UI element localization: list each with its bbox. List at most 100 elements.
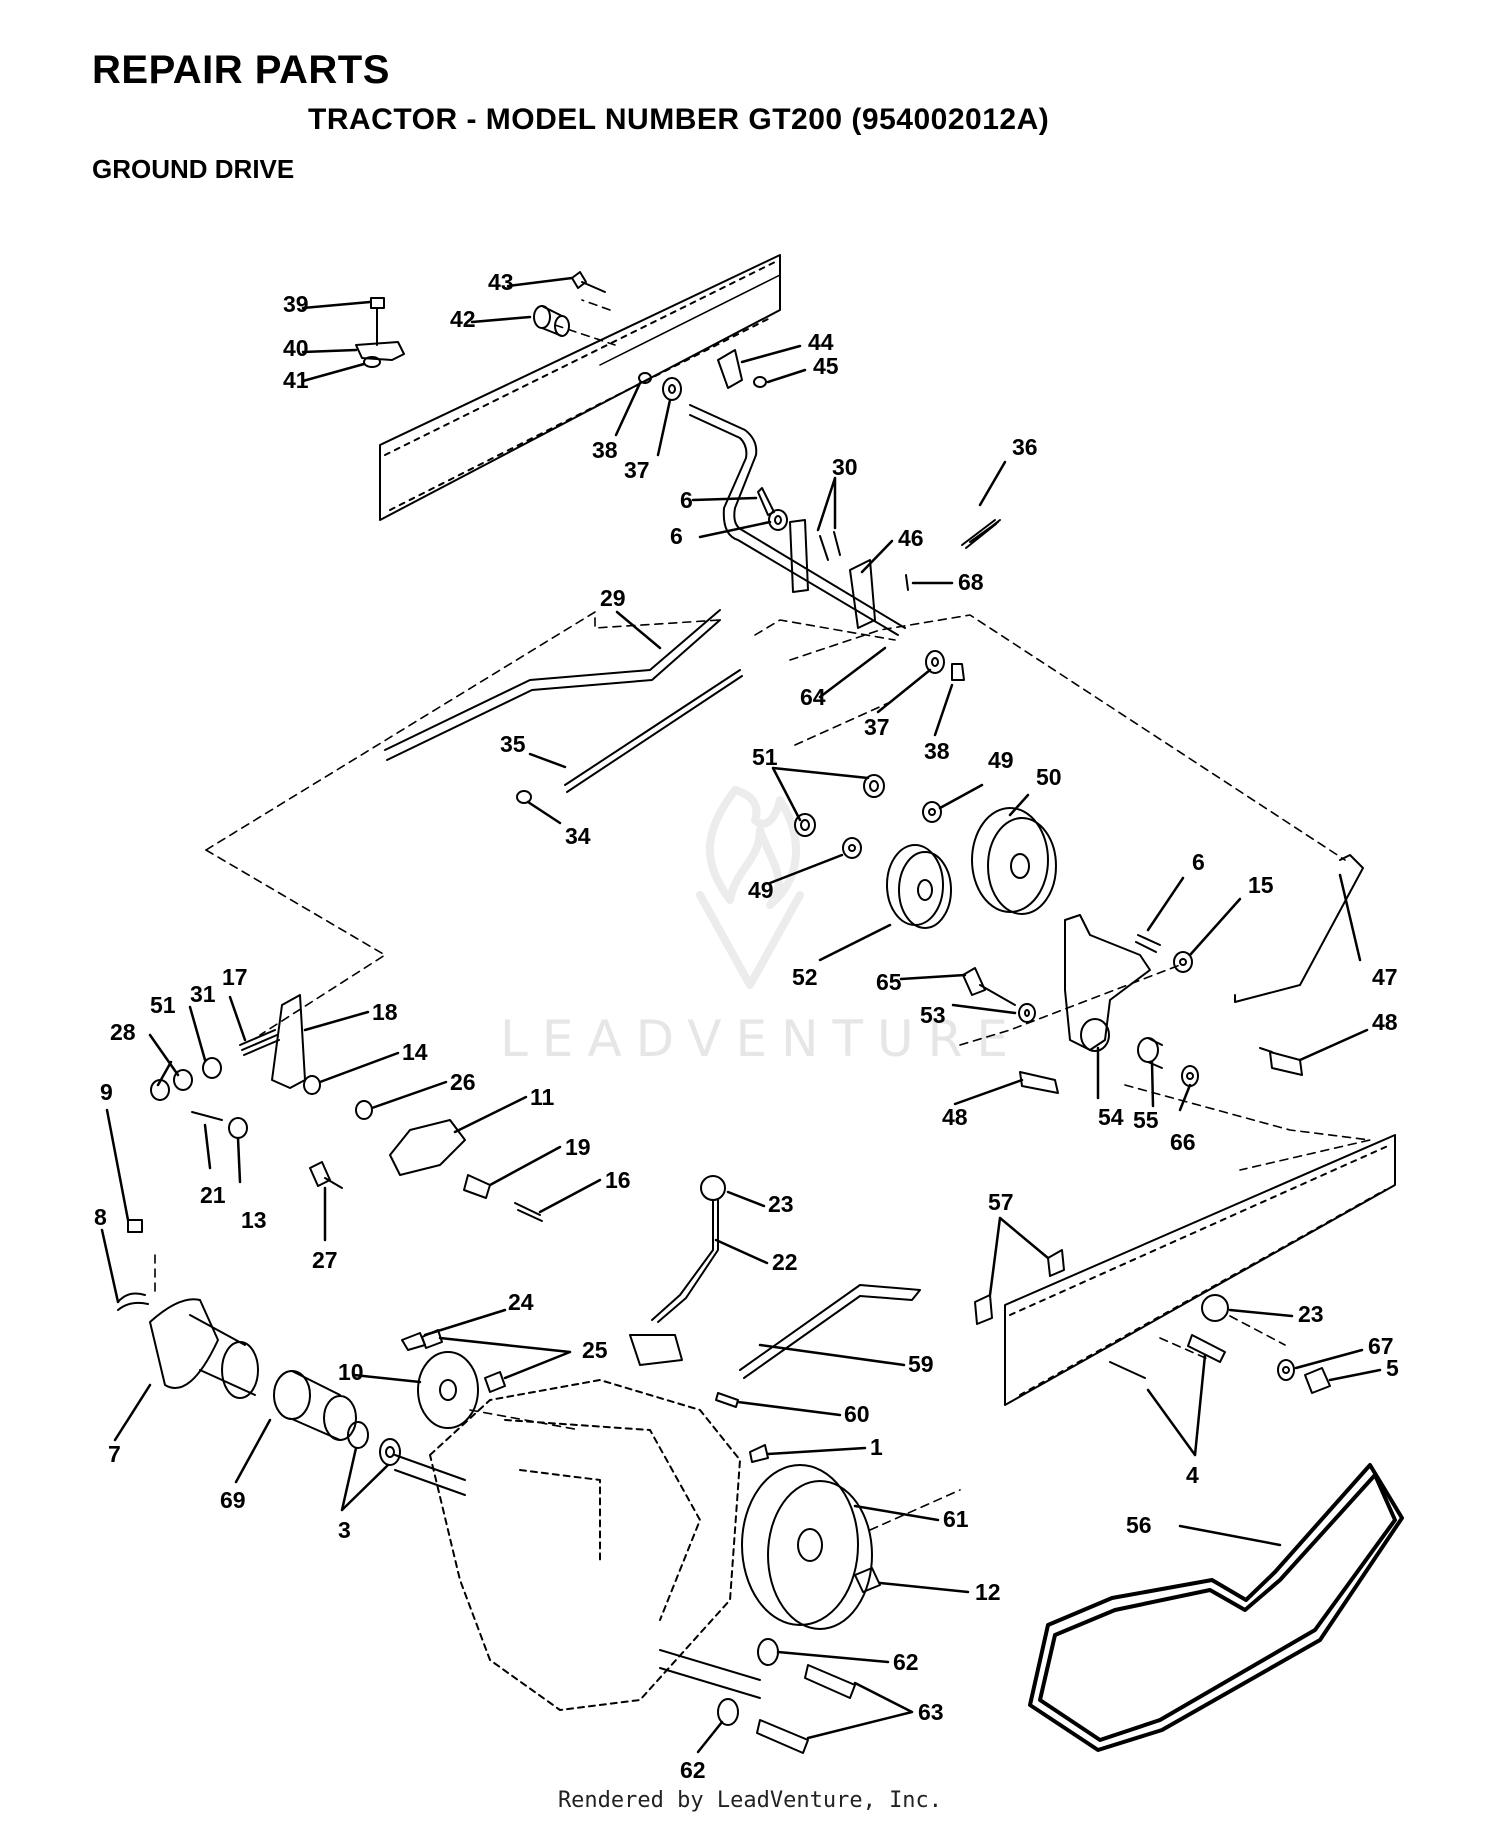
rod-47 [1234,854,1364,1003]
washer-62 [757,1638,779,1666]
callout-34: 34 [565,823,591,849]
callout-52: 52 [792,964,818,990]
callout-6: 6 [670,523,683,549]
axle-right [659,1649,761,1699]
page-title: REPAIR PARTS [92,48,390,92]
washer-49b [842,837,862,859]
left-frame-rail [379,254,781,521]
pulley-50 [971,807,1057,915]
callout-49: 49 [988,747,1014,773]
callout-60: 60 [844,1401,870,1427]
spring-36 [961,519,1001,549]
callout-66: 66 [1170,1129,1196,1155]
leader-lines [100,276,1382,1754]
bushing-38 [951,663,965,681]
screw-9 [127,1219,143,1233]
bolt-65 [962,967,1016,1006]
washer-15 [1173,951,1193,973]
callout-14: 14 [402,1039,428,1065]
callout-3: 3 [338,1517,351,1543]
callout-30: 30 [832,454,858,480]
cotter-pin-6b [819,531,841,561]
callout-11: 11 [530,1084,555,1110]
plate-11 [389,1119,466,1176]
bolt-27 [309,1161,343,1189]
assembly-dash-lines [154,299,1371,1531]
bolts-4 [1109,1334,1226,1379]
rod-59 [739,1284,921,1379]
callout-51: 51 [752,744,778,770]
bolt-21 [191,1111,223,1121]
pin-68 [905,574,909,591]
washer-62b [717,1698,739,1726]
callout-22: 22 [772,1249,798,1275]
spring-17 [239,1029,280,1056]
callout-12: 12 [975,1579,1001,1605]
callout-44: 44 [808,329,834,355]
callout-56: 56 [1126,1512,1152,1538]
callout-26: 26 [450,1069,476,1095]
callout-65: 65 [876,969,902,995]
shift-lever-22 [651,1199,719,1323]
spacer-42 [533,305,570,337]
plate-10 [417,1351,479,1429]
hub-7 [149,1298,259,1399]
callout-16: 16 [605,1167,631,1193]
callout-69: 69 [220,1487,246,1513]
transaxle [429,1379,741,1711]
callout-49: 49 [748,877,774,903]
callout-51: 51 [150,992,176,1018]
callout-4: 4 [1186,1462,1199,1488]
bushing-34 [516,790,532,804]
callout-24: 24 [508,1289,534,1315]
washers-3 [347,1421,401,1466]
callout-40: 40 [283,335,309,361]
callout-23: 23 [1298,1301,1324,1327]
callout-53: 53 [920,1002,946,1028]
callout-54: 54 [1098,1104,1124,1130]
bolts-63 [756,1664,856,1754]
callout-8: 8 [94,1204,107,1230]
nut-51b [794,813,816,837]
nut-41 [363,356,381,368]
callout-41: 41 [283,367,309,393]
key-1 [749,1444,769,1463]
callout-29: 29 [600,585,626,611]
nut-5 [1304,1367,1331,1394]
washer-37b [925,650,945,674]
callout-38: 38 [592,437,618,463]
brackets-57 [974,1249,1065,1325]
nut-45 [753,376,767,388]
callout-21: 21 [200,1182,226,1208]
cotter-pin-6c [1135,934,1161,953]
shift-knob-23 [700,1175,726,1201]
bolt-48 [1259,1047,1303,1076]
watermark-text: LEADVENTURE [500,1010,1022,1068]
belt-56 [1028,1463,1404,1752]
section-title: GROUND DRIVE [92,154,295,184]
callout-68: 68 [958,569,984,595]
callout-10: 10 [338,1359,364,1385]
callout-6: 6 [680,487,693,513]
callout-67: 67 [1368,1333,1394,1359]
callout-47: 47 [1372,964,1398,990]
bushing-14 [303,1075,321,1095]
rod-35 [564,669,743,793]
callout-48: 48 [942,1104,968,1130]
pulley-52 [886,844,952,929]
callout-37: 37 [864,714,890,740]
pin-60 [715,1392,739,1408]
watermark-logo-icon [696,786,804,989]
callout-35: 35 [500,731,526,757]
callout-13: 13 [241,1207,267,1233]
callout-37: 37 [624,457,650,483]
sleeve-69 [273,1370,357,1441]
callout-9: 9 [100,1079,113,1105]
bolt-39 [370,297,385,346]
pulley-61 [741,1464,873,1630]
washer-53 [1018,1003,1036,1023]
callout-39: 39 [283,291,309,317]
bolt-43 [571,271,606,293]
